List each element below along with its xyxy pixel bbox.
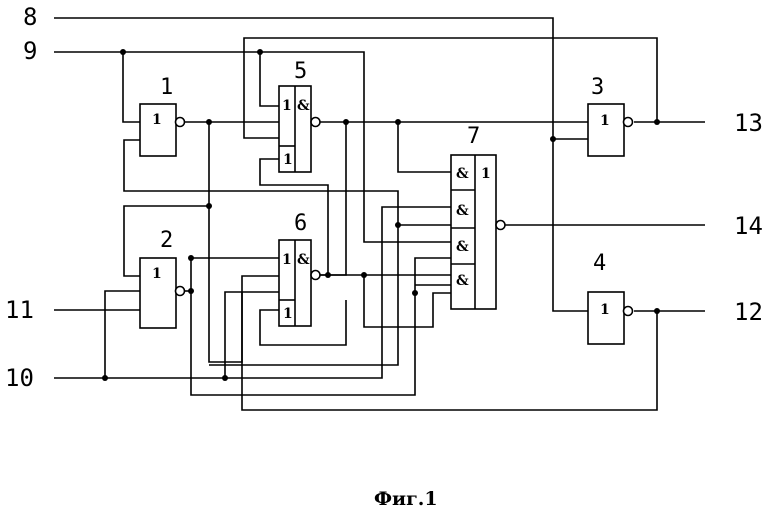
terminal-label-10: 10 bbox=[5, 364, 34, 392]
wire-element6-lower-loop bbox=[364, 275, 451, 327]
wire-gate2-to-element6 bbox=[191, 258, 279, 291]
wire-input-8 bbox=[54, 18, 588, 311]
element-6-and-symbol: & bbox=[297, 252, 310, 268]
element-7-and-symbol: & bbox=[456, 166, 469, 182]
junction-dot bbox=[206, 203, 212, 209]
gate-1-inverter-bubble bbox=[176, 118, 185, 127]
element-6-or-symbol: 1 bbox=[282, 252, 292, 268]
junction-dot bbox=[102, 375, 108, 381]
gate-2: 1 2 bbox=[140, 228, 185, 328]
element-6-inverter-bubble bbox=[311, 271, 320, 280]
gate-3-inverter-bubble bbox=[624, 118, 633, 127]
junctions bbox=[102, 49, 660, 381]
wire-10-to-gate2 bbox=[105, 291, 140, 378]
element-6-number: 6 bbox=[294, 211, 307, 236]
terminal-label-14: 14 bbox=[734, 212, 763, 240]
element-7-number: 7 bbox=[467, 124, 480, 149]
gate-3-symbol: 1 bbox=[600, 113, 610, 129]
terminal-label-11: 11 bbox=[5, 296, 34, 324]
junction-dot bbox=[120, 49, 126, 55]
element-7-inverter-bubble bbox=[496, 221, 505, 230]
gate-4-body bbox=[588, 292, 624, 344]
junction-dot bbox=[412, 290, 418, 296]
element-7: & & & & 1 7 bbox=[451, 124, 505, 309]
element-7-and-symbol: & bbox=[456, 239, 469, 255]
gate-2-symbol: 1 bbox=[152, 266, 162, 282]
gate-1-number: 1 bbox=[160, 75, 173, 100]
wire-input-9 bbox=[54, 52, 451, 242]
element-6: 1 & 1 6 bbox=[279, 211, 320, 326]
gate-1: 1 1 bbox=[140, 75, 185, 156]
gate-4-symbol: 1 bbox=[600, 302, 610, 318]
wire-element5-feedback bbox=[320, 122, 346, 275]
terminal-label-9: 9 bbox=[23, 37, 37, 65]
gate-4: 1 4 bbox=[588, 251, 633, 344]
gate-2-inverter-bubble bbox=[176, 287, 185, 296]
junction-dot bbox=[654, 119, 660, 125]
terminal-label-8: 8 bbox=[23, 3, 37, 31]
wire-gate1-to-element6 bbox=[209, 122, 279, 362]
terminal-labels: 8 9 11 10 13 14 12 bbox=[5, 3, 763, 392]
wire-element5-to-element7 bbox=[398, 122, 451, 172]
wires bbox=[54, 18, 705, 410]
element-5-number: 5 bbox=[294, 59, 307, 84]
gate-3-body bbox=[588, 104, 624, 156]
gate-2-number: 2 bbox=[160, 228, 173, 253]
element-7-or-symbol: 1 bbox=[481, 166, 491, 182]
junction-dot bbox=[188, 288, 194, 294]
element-5: 1 & 1 5 bbox=[279, 59, 320, 172]
junction-dot bbox=[257, 49, 263, 55]
gate-1-symbol: 1 bbox=[152, 112, 162, 128]
junction-dot bbox=[222, 375, 228, 381]
junction-dot bbox=[654, 308, 660, 314]
figure-caption: Фиг.1 bbox=[374, 488, 438, 510]
element-5-reset-symbol: 1 bbox=[283, 152, 293, 168]
gate-4-number: 4 bbox=[593, 251, 606, 276]
junction-dot bbox=[188, 255, 194, 261]
gate-4-inverter-bubble bbox=[624, 307, 633, 316]
junction-dot bbox=[361, 272, 367, 278]
element-6-reset-symbol: 1 bbox=[283, 306, 293, 322]
element-5-and-symbol: & bbox=[297, 98, 310, 114]
junction-dot bbox=[550, 136, 556, 142]
gate-3-number: 3 bbox=[591, 75, 604, 100]
junction-dot bbox=[325, 272, 331, 278]
junction-dot bbox=[395, 222, 401, 228]
element-7-and-symbol: & bbox=[456, 203, 469, 219]
junction-dot bbox=[343, 119, 349, 125]
element-7-and-symbol: & bbox=[456, 273, 469, 289]
terminal-label-13: 13 bbox=[734, 109, 763, 137]
terminal-label-12: 12 bbox=[734, 298, 763, 326]
wire-9-to-gate1 bbox=[123, 52, 140, 122]
wire-9-to-element5 bbox=[260, 52, 279, 106]
element-5-or-symbol: 1 bbox=[282, 98, 292, 114]
element-5-inverter-bubble bbox=[311, 118, 320, 127]
junction-dot bbox=[395, 119, 401, 125]
gate-3: 1 3 bbox=[588, 75, 633, 156]
junction-dot bbox=[206, 119, 212, 125]
